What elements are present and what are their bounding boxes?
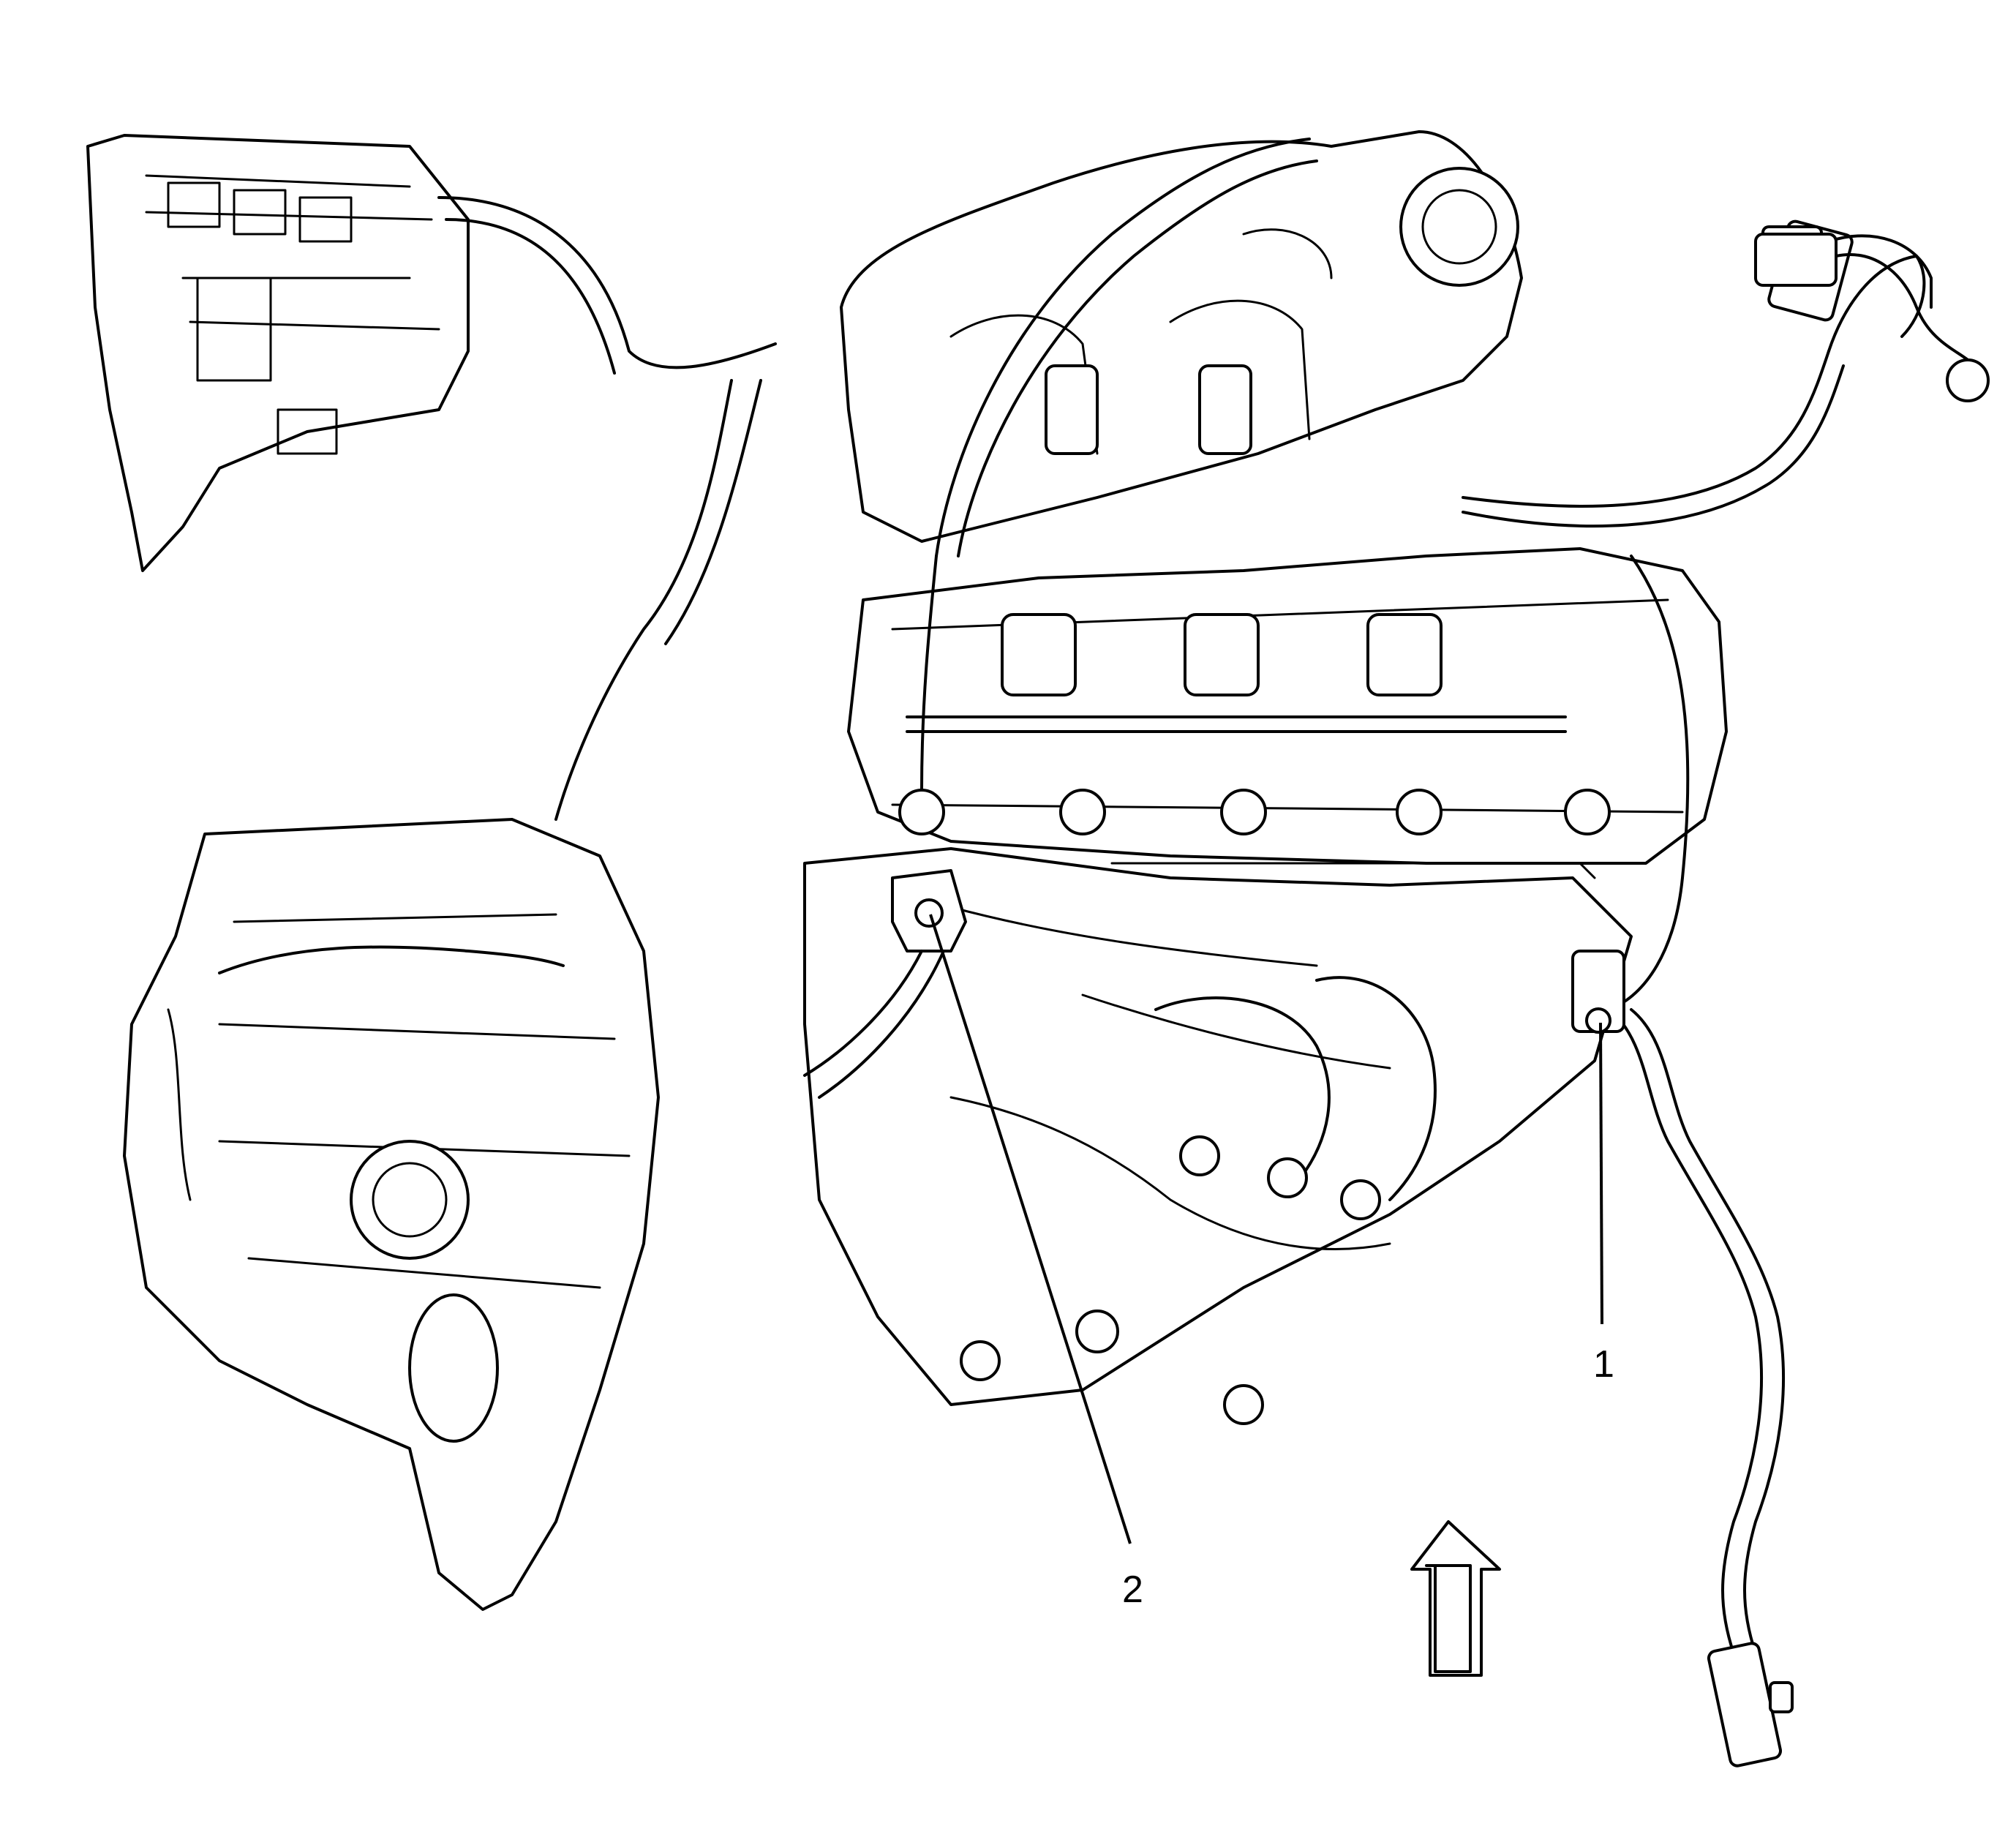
right-harness [1608, 555, 1794, 1767]
transaxle [123, 818, 660, 1611]
callout-1-leader [1599, 1022, 1603, 1325]
callout-2-leader [929, 914, 1132, 1544]
sensor-2-bracket [803, 555, 967, 1099]
sensor-1-connector [1571, 950, 1625, 1034]
callout-1-label: 1 [1593, 1343, 1614, 1386]
callout-2-label: 2 [1122, 1568, 1143, 1611]
fuse-block [86, 134, 470, 572]
engine-block [803, 847, 1633, 1425]
main-harness [437, 196, 777, 821]
intake-manifold [840, 130, 1523, 543]
upper-right-connector [1754, 233, 1990, 402]
valve-cover [847, 547, 1728, 879]
up-arrow-icon [1410, 1520, 1501, 1677]
